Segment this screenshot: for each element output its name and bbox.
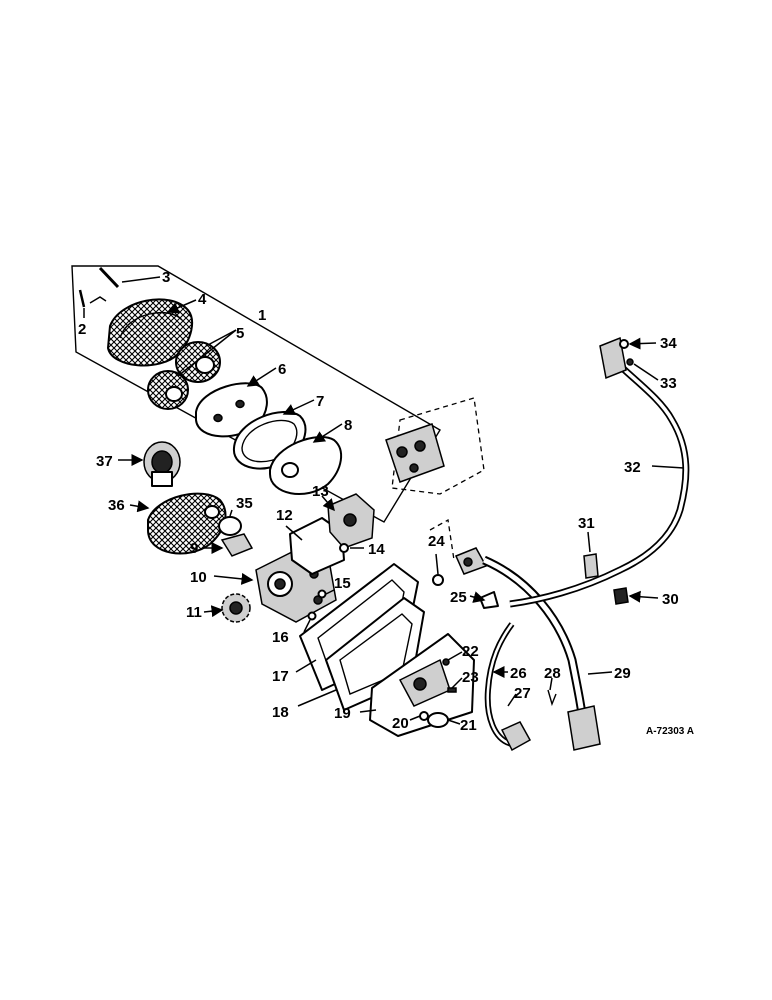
- o-ring-15: [317, 589, 327, 599]
- clamp-31: [583, 553, 599, 579]
- cap-21: [427, 712, 449, 728]
- callout-labels: 1 2 3 4 5 6 7 8 9 10 11 12 13 14 15 16 1…: [78, 269, 679, 734]
- callout-23: 23: [462, 669, 479, 686]
- tube-bracket-32: [599, 336, 627, 380]
- valve-block-dashed: [385, 397, 485, 561]
- o-ring-20: [419, 711, 429, 721]
- callout-25: 25: [450, 589, 467, 606]
- callout-27: 27: [514, 685, 531, 702]
- clamp-30: [613, 587, 629, 605]
- clip-28: [547, 689, 557, 707]
- callout-17: 17: [272, 668, 289, 685]
- callout-11: 11: [186, 604, 202, 621]
- leader-lines: [83, 276, 685, 725]
- callout-19: 19: [334, 705, 351, 722]
- o-ring-24: [432, 574, 444, 586]
- callout-35: 35: [236, 495, 253, 512]
- callout-15: 15: [334, 575, 351, 592]
- o-ring-14: [339, 543, 349, 553]
- callout-32: 32: [624, 459, 641, 476]
- callout-36: 36: [108, 497, 125, 514]
- callout-13: 13: [312, 483, 329, 500]
- callout-5: 5: [236, 325, 244, 342]
- breather-cap: [143, 441, 181, 487]
- callout-33: 33: [660, 375, 677, 392]
- callout-29: 29: [614, 665, 631, 682]
- callout-4: 4: [198, 291, 207, 308]
- callout-3: 3: [162, 269, 170, 286]
- fitting-27: [500, 721, 532, 752]
- large-filter-element: [147, 492, 227, 555]
- fitting-22: [442, 658, 450, 666]
- callout-34: 34: [660, 335, 677, 352]
- pump-cover-13: [327, 493, 375, 549]
- o-ring-34: [619, 339, 629, 349]
- callout-30: 30: [662, 591, 679, 608]
- callout-26: 26: [510, 665, 527, 682]
- callout-10: 10: [190, 569, 207, 586]
- callout-20: 20: [392, 715, 409, 732]
- callout-14: 14: [368, 541, 385, 558]
- callout-1: 1: [258, 307, 266, 324]
- callout-2: 2: [78, 321, 86, 338]
- callout-7: 7: [316, 393, 324, 410]
- callout-31: 31: [578, 515, 595, 532]
- callout-6: 6: [278, 361, 286, 378]
- filter-bolt: [78, 266, 120, 308]
- callout-8: 8: [344, 417, 352, 434]
- drive-gear: [221, 593, 251, 623]
- callout-16: 16: [272, 629, 289, 646]
- callout-12: 12: [276, 507, 293, 524]
- callout-28: 28: [544, 665, 561, 682]
- screw-23: [447, 687, 457, 693]
- fitting-33: [626, 358, 634, 366]
- drawing-reference-code: A-72303 A: [646, 726, 694, 737]
- callout-24: 24: [428, 533, 445, 550]
- oval-filter-element: [106, 298, 194, 367]
- callout-37: 37: [96, 453, 113, 470]
- callout-22: 22: [462, 643, 479, 660]
- callout-18: 18: [272, 704, 289, 721]
- callout-9: 9: [190, 540, 198, 557]
- hose-end-29: [567, 705, 601, 751]
- plug-9: [220, 533, 254, 557]
- callout-21: 21: [460, 717, 477, 734]
- clip-25: [479, 591, 499, 609]
- filter-housing: [269, 435, 343, 496]
- elbow-fitting: [454, 547, 488, 575]
- o-ring-16: [307, 611, 317, 621]
- o-ring-35: [218, 516, 242, 536]
